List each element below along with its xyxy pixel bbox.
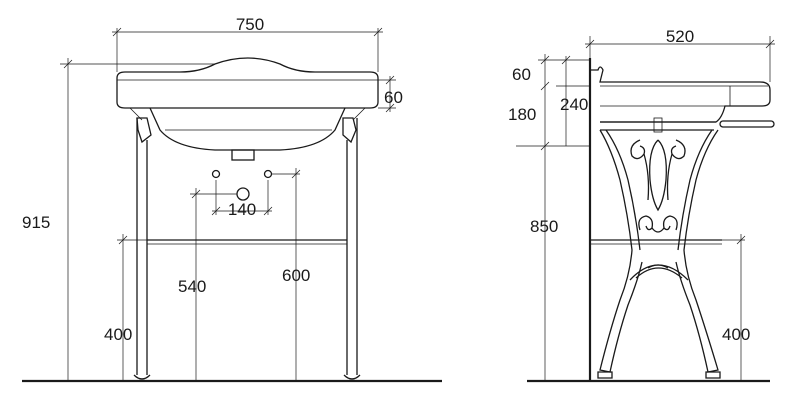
side-rim-label: 60 bbox=[512, 65, 531, 84]
side-bowl-label: 180 bbox=[508, 105, 536, 124]
side-towel-rail bbox=[719, 120, 775, 128]
front-waste-height-label: 540 bbox=[178, 277, 206, 296]
side-shelf-height-label: 400 bbox=[722, 325, 750, 344]
front-supply-hole-left bbox=[211, 169, 221, 179]
front-bowl-underside bbox=[149, 107, 346, 151]
front-waste-outlet bbox=[231, 149, 255, 161]
front-total-height-label: 915 bbox=[22, 213, 50, 232]
front-supply-hole-right bbox=[263, 169, 273, 179]
front-rim-label: 60 bbox=[384, 88, 403, 107]
front-towel-bar-label: 400 bbox=[104, 325, 132, 344]
side-scroll-right bbox=[670, 139, 686, 160]
front-right-bracket bbox=[342, 117, 357, 144]
side-view: 520 60 180 850 240 400 bbox=[508, 27, 775, 383]
front-width-label: 750 bbox=[236, 15, 264, 34]
front-tap-spacing-label: 140 bbox=[228, 200, 256, 219]
front-view: 750 60 915 400 540 600 140 bbox=[22, 15, 442, 383]
side-scroll-left bbox=[630, 139, 646, 160]
front-waste-hole bbox=[236, 187, 250, 201]
front-left-bracket bbox=[136, 117, 152, 144]
side-stand-right-leg bbox=[675, 129, 719, 373]
side-rim-top-height-label: 850 bbox=[530, 217, 558, 236]
side-stand-left-leg bbox=[599, 129, 643, 373]
side-depth-label: 520 bbox=[666, 27, 694, 46]
front-supply-height-label: 600 bbox=[282, 266, 310, 285]
front-basin-outline bbox=[116, 57, 379, 109]
side-lower-scroll bbox=[638, 215, 654, 231]
side-basin-height-label: 240 bbox=[560, 95, 588, 114]
side-basin-outline bbox=[590, 66, 771, 123]
